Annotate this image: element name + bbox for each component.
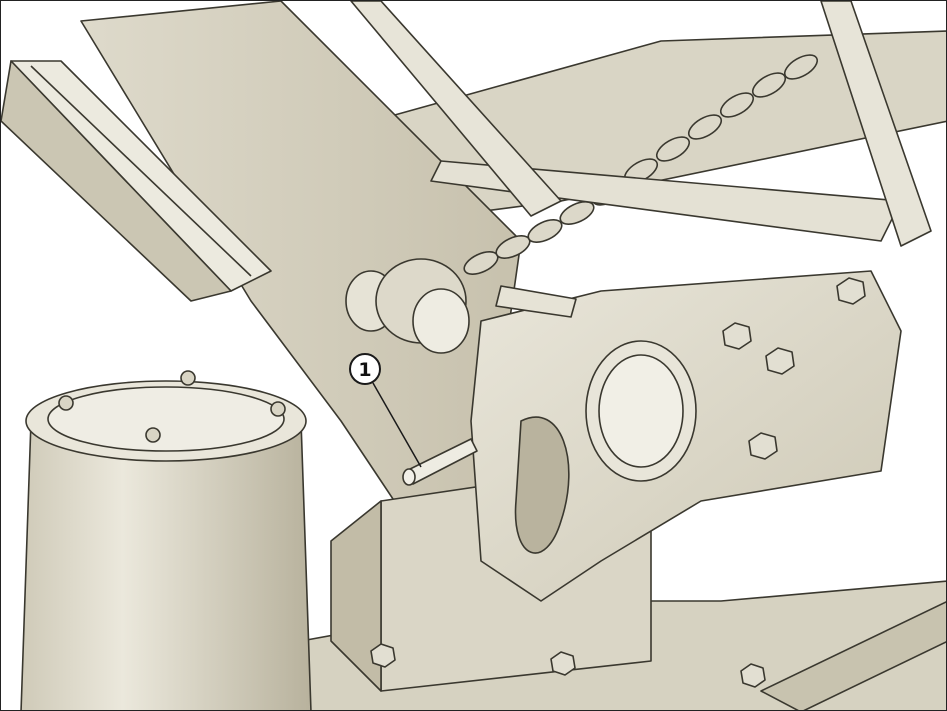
cylinder-tank [20,370,312,710]
plate-nuts [722,277,866,460]
skid-edge [760,601,946,710]
adjust-slot [514,416,570,554]
lock-handle [495,285,577,318]
callout-circle [349,353,381,385]
base-bolts [370,643,766,688]
callout-1: 1 [349,353,422,468]
callout-label: 1 [358,359,371,381]
shackle [345,258,470,354]
callout-leader-line [372,382,422,468]
